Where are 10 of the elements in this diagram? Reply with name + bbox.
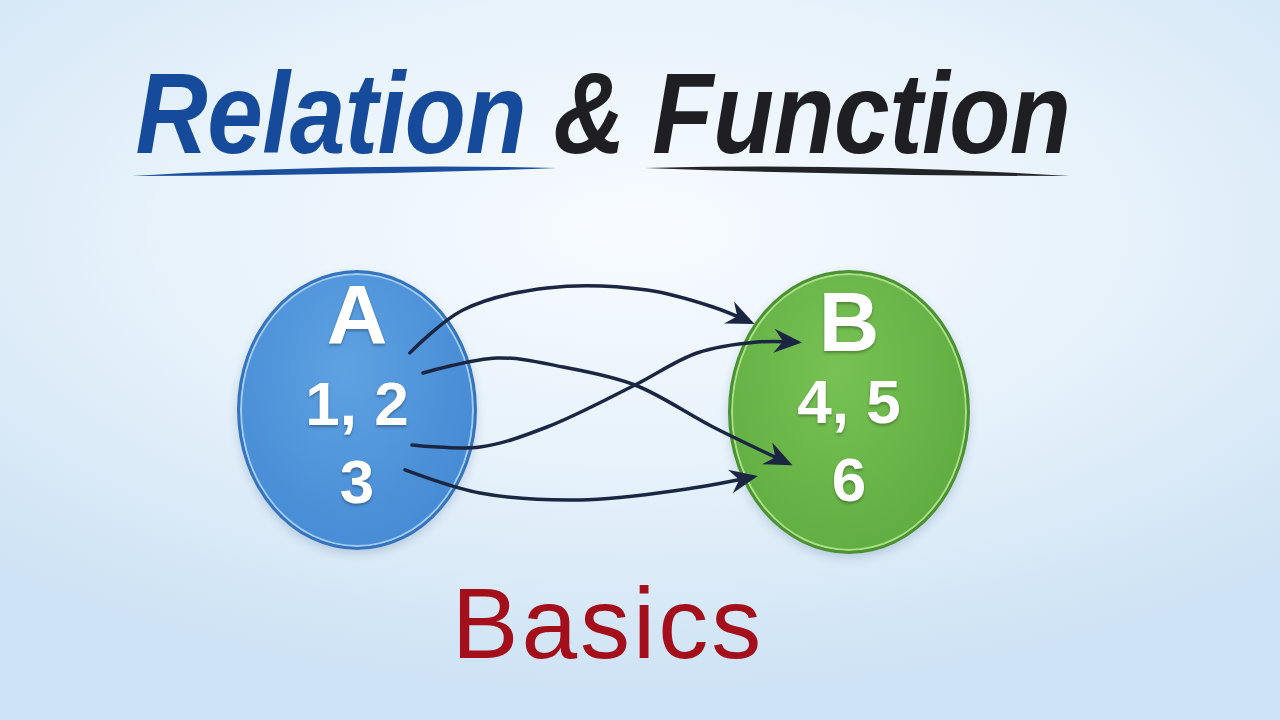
arrow — [408, 284, 755, 355]
subtitle: Basics — [451, 573, 765, 673]
set-elements: 1, 2 3 — [304, 368, 410, 518]
set-elements: 4, 5 6 — [796, 366, 902, 516]
set-name: A — [326, 273, 388, 357]
title: Relation & Function — [135, 55, 1071, 170]
arrow — [403, 468, 758, 502]
set-name: B — [818, 280, 880, 364]
arrow — [421, 356, 793, 466]
arrow — [410, 328, 802, 450]
